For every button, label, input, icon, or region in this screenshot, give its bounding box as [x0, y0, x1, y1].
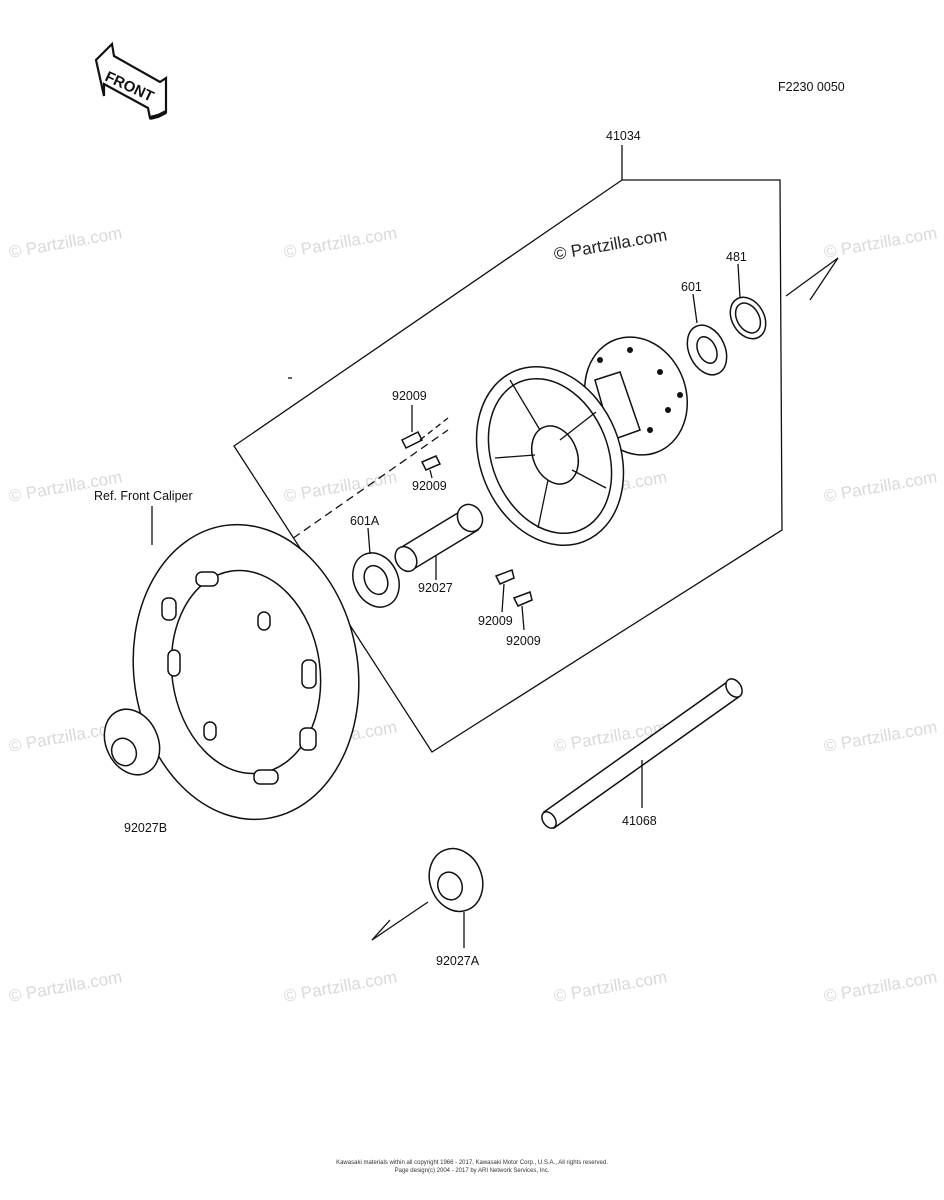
- watermark: © Partzilla.com: [7, 223, 123, 262]
- watermark: © Partzilla.com: [822, 467, 938, 506]
- label-92009-low: 92009: [478, 614, 513, 628]
- label-41034: 41034: [606, 129, 641, 143]
- label-601: 601: [681, 280, 702, 294]
- bearing-601: [686, 324, 728, 376]
- hub-assembly-boundary: [233, 145, 783, 753]
- label-92009-top: 92009: [392, 389, 427, 403]
- copyright-line-2: Page design(c) 2004 - 2017 by ARI Networ…: [395, 1168, 550, 1174]
- watermark: © Partzilla.com: [822, 717, 938, 756]
- label-481: 481: [726, 250, 747, 264]
- copyright-line-1: Kawasaki materials within all copyright …: [336, 1160, 608, 1166]
- label-ref-front-caliper: Ref. Front Caliper: [94, 489, 193, 503]
- label-92027b: 92027B: [124, 821, 167, 835]
- collar-92027b: [103, 708, 161, 776]
- watermark: © Partzilla.com: [552, 225, 668, 264]
- screw-92009: [400, 430, 424, 450]
- label-92009-mid: 92009: [412, 479, 447, 493]
- leader-92009: [501, 583, 505, 613]
- reference-line: [785, 257, 839, 297]
- leader-601a: [367, 527, 371, 555]
- label-41068: 41068: [622, 814, 657, 828]
- leader-481: [737, 263, 741, 299]
- oil-seal-481: [729, 296, 767, 340]
- hub-body: [475, 336, 689, 546]
- assembly-line: [419, 417, 449, 441]
- leader-92009: [429, 469, 433, 479]
- watermark: © Partzilla.com: [282, 467, 398, 506]
- figure-code: F2230 0050: [778, 80, 845, 94]
- watermark: © Partzilla.com: [552, 967, 668, 1006]
- watermark: © Partzilla.com: [7, 967, 123, 1006]
- collar-92027a: [428, 847, 484, 913]
- watermark: © Partzilla.com: [282, 223, 398, 262]
- collar-92027: [394, 503, 484, 573]
- watermark: © Partzilla.com: [282, 967, 398, 1006]
- label-92027a: 92027A: [436, 954, 480, 968]
- label-92009-bottom: 92009: [506, 634, 541, 648]
- label-601a: 601A: [350, 514, 380, 528]
- front-arrow-icon: FRONT: [94, 41, 168, 120]
- axle-41068: [541, 678, 743, 830]
- screw-92009: [494, 569, 515, 585]
- label-92027: 92027: [418, 581, 453, 595]
- screw-92009: [420, 455, 442, 471]
- bearing-601a: [352, 552, 400, 608]
- reference-line: [809, 257, 839, 301]
- reference-line: [371, 919, 391, 941]
- reference-line: [371, 901, 429, 941]
- screw-92009: [512, 591, 533, 607]
- leader-601: [692, 293, 698, 324]
- leader-92009: [521, 605, 525, 631]
- watermark: © Partzilla.com: [822, 967, 938, 1006]
- watermark: © Partzilla.com: [822, 223, 938, 262]
- brake-disc: [132, 523, 360, 821]
